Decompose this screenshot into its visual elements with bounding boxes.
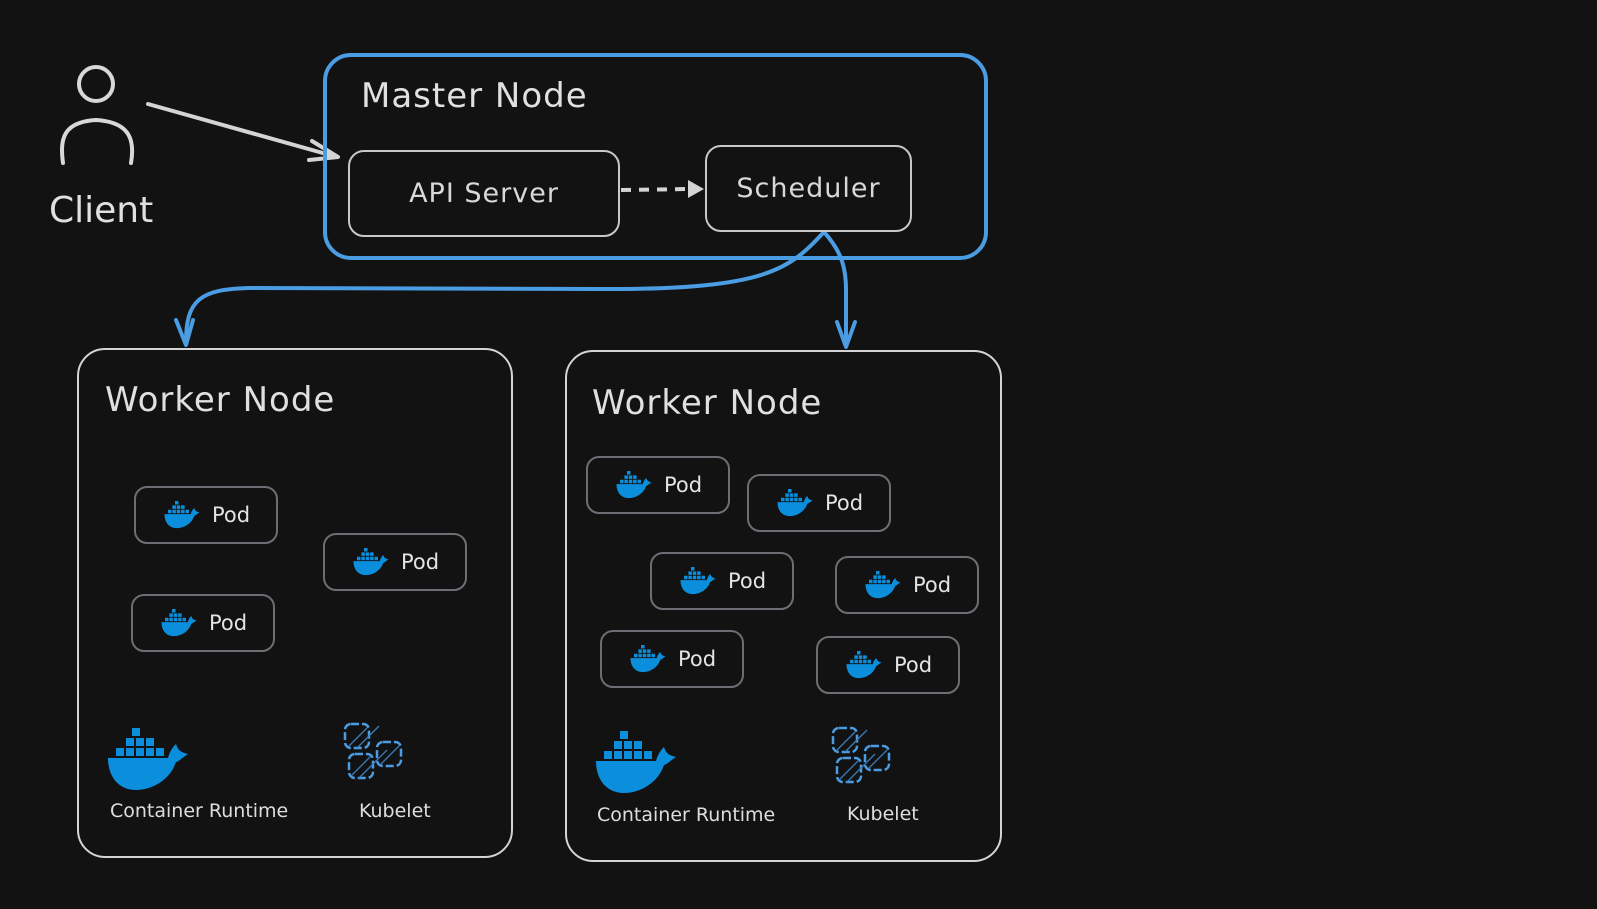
pod-label: Pod (677, 647, 717, 671)
person-icon (60, 65, 135, 165)
arrowhead-worker2 (835, 320, 857, 349)
scheduler-label: Scheduler (736, 173, 881, 204)
docker-whale-icon (680, 567, 716, 595)
docker-whale-icon (616, 471, 652, 499)
worker-node-title: Worker Node (105, 380, 336, 420)
pod[interactable]: Pod (586, 456, 730, 514)
docker-whale-icon (164, 501, 200, 529)
arrowhead-worker1 (174, 318, 195, 347)
pod[interactable]: Pod (747, 474, 891, 532)
kubelet-label: Kubelet (359, 800, 431, 822)
pod-label: Pod (663, 473, 703, 497)
pod-label: Pod (893, 653, 933, 677)
docker-whale-icon (846, 651, 882, 679)
pod[interactable]: Pod (323, 533, 467, 591)
api-server-node[interactable]: API Server (348, 150, 620, 237)
master-node[interactable] (323, 53, 988, 260)
docker-whale-icon (353, 548, 389, 576)
client-label: Client (49, 190, 154, 231)
api-server-label: API Server (409, 178, 559, 209)
pod-label: Pod (824, 491, 864, 515)
arrowhead-client-api (307, 139, 340, 162)
docker-whale-icon (777, 489, 813, 517)
pod-label: Pod (912, 573, 952, 597)
pod-label: Pod (727, 569, 767, 593)
pod[interactable]: Pod (650, 552, 794, 610)
edge-scheduler-worker2 (822, 230, 848, 348)
pod[interactable]: Pod (816, 636, 960, 694)
pod-label: Pod (211, 503, 251, 527)
kubelet-label: Kubelet (847, 803, 919, 825)
scheduler-node[interactable]: Scheduler (705, 145, 912, 232)
pod-label: Pod (208, 611, 248, 635)
worker-node-2[interactable] (565, 350, 1002, 862)
worker-node-1[interactable] (77, 348, 513, 858)
pod[interactable]: Pod (134, 486, 278, 544)
master-node-title: Master Node (361, 76, 588, 116)
docker-whale-icon (630, 645, 666, 673)
arrowhead-api-scheduler (688, 180, 704, 198)
container-runtime-label: Container Runtime (597, 804, 776, 826)
container-runtime-label: Container Runtime (110, 800, 289, 822)
pod-label: Pod (400, 550, 440, 574)
pod[interactable]: Pod (131, 594, 275, 652)
docker-whale-icon (865, 571, 901, 599)
edge-client-api (146, 102, 339, 159)
docker-whale-icon (161, 609, 197, 637)
pod[interactable]: Pod (835, 556, 979, 614)
pod[interactable]: Pod (600, 630, 744, 688)
edge-api-scheduler (620, 187, 689, 192)
worker-node-title: Worker Node (592, 383, 823, 423)
